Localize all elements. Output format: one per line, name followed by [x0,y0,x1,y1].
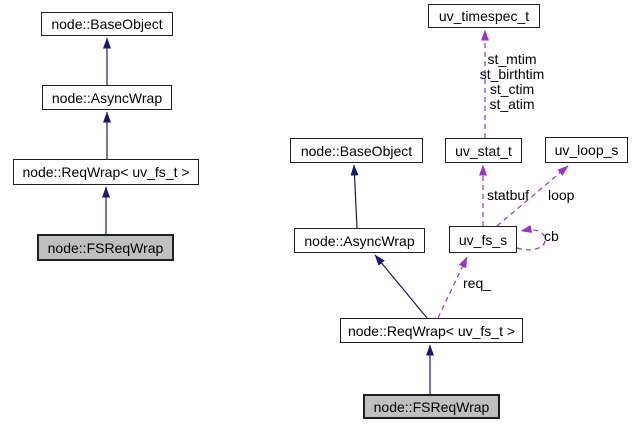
inherit-arrow-reqwrap-to-asyncwrap-collab [374,254,428,319]
inheritance-node-baseobject[interactable]: node::BaseObject [41,12,173,36]
edge-label-statbuf: statbuf [487,187,530,203]
collab-node-uv-stat-t[interactable]: uv_stat_t [445,138,522,163]
collab-node-reqwrap[interactable]: node::ReqWrap< uv_fs_t > [340,318,523,343]
edge-label-st-mtim: st_mtim [487,51,537,67]
inherit-arrow-asyncwrap-to-baseobject-collab [350,164,359,229]
collab-node-uv-timespec-t[interactable]: uv_timespec_t [428,4,540,28]
inheritance-node-reqwrap[interactable]: node::ReqWrap< uv_fs_t > [13,159,199,185]
edge-label-st-atim: st_atim [489,96,535,112]
inheritance-node-asyncwrap[interactable]: node::AsyncWrap [42,85,172,110]
usage-arrow-req-to-uvfss [437,256,468,319]
collab-node-asyncwrap[interactable]: node::AsyncWrap [294,228,425,253]
usage-arrow-cb-self-loop [516,225,546,251]
edge-label-timespec-fields: st_mtim st_birthtim st_ctim st_atim [447,52,577,112]
edge-label-st-ctim: st_ctim [489,81,535,97]
usage-arrow-loop-to-loops [496,165,569,227]
edge-label-st-birthtim: st_birthtim [479,66,545,82]
collab-node-uv-fs-s[interactable]: uv_fs_s [449,226,517,253]
collab-node-baseobject[interactable]: node::BaseObject [290,138,423,163]
inheritance-node-fsreqwrap-current: node::FSReqWrap [37,234,174,261]
edge-label-cb: cb [544,228,559,244]
collab-node-uv-loop-s[interactable]: uv_loop_s [545,137,628,163]
edge-label-req: req_ [463,275,492,291]
edge-label-loop: loop [548,187,575,203]
collab-node-fsreqwrap-current: node::FSReqWrap [363,394,500,419]
